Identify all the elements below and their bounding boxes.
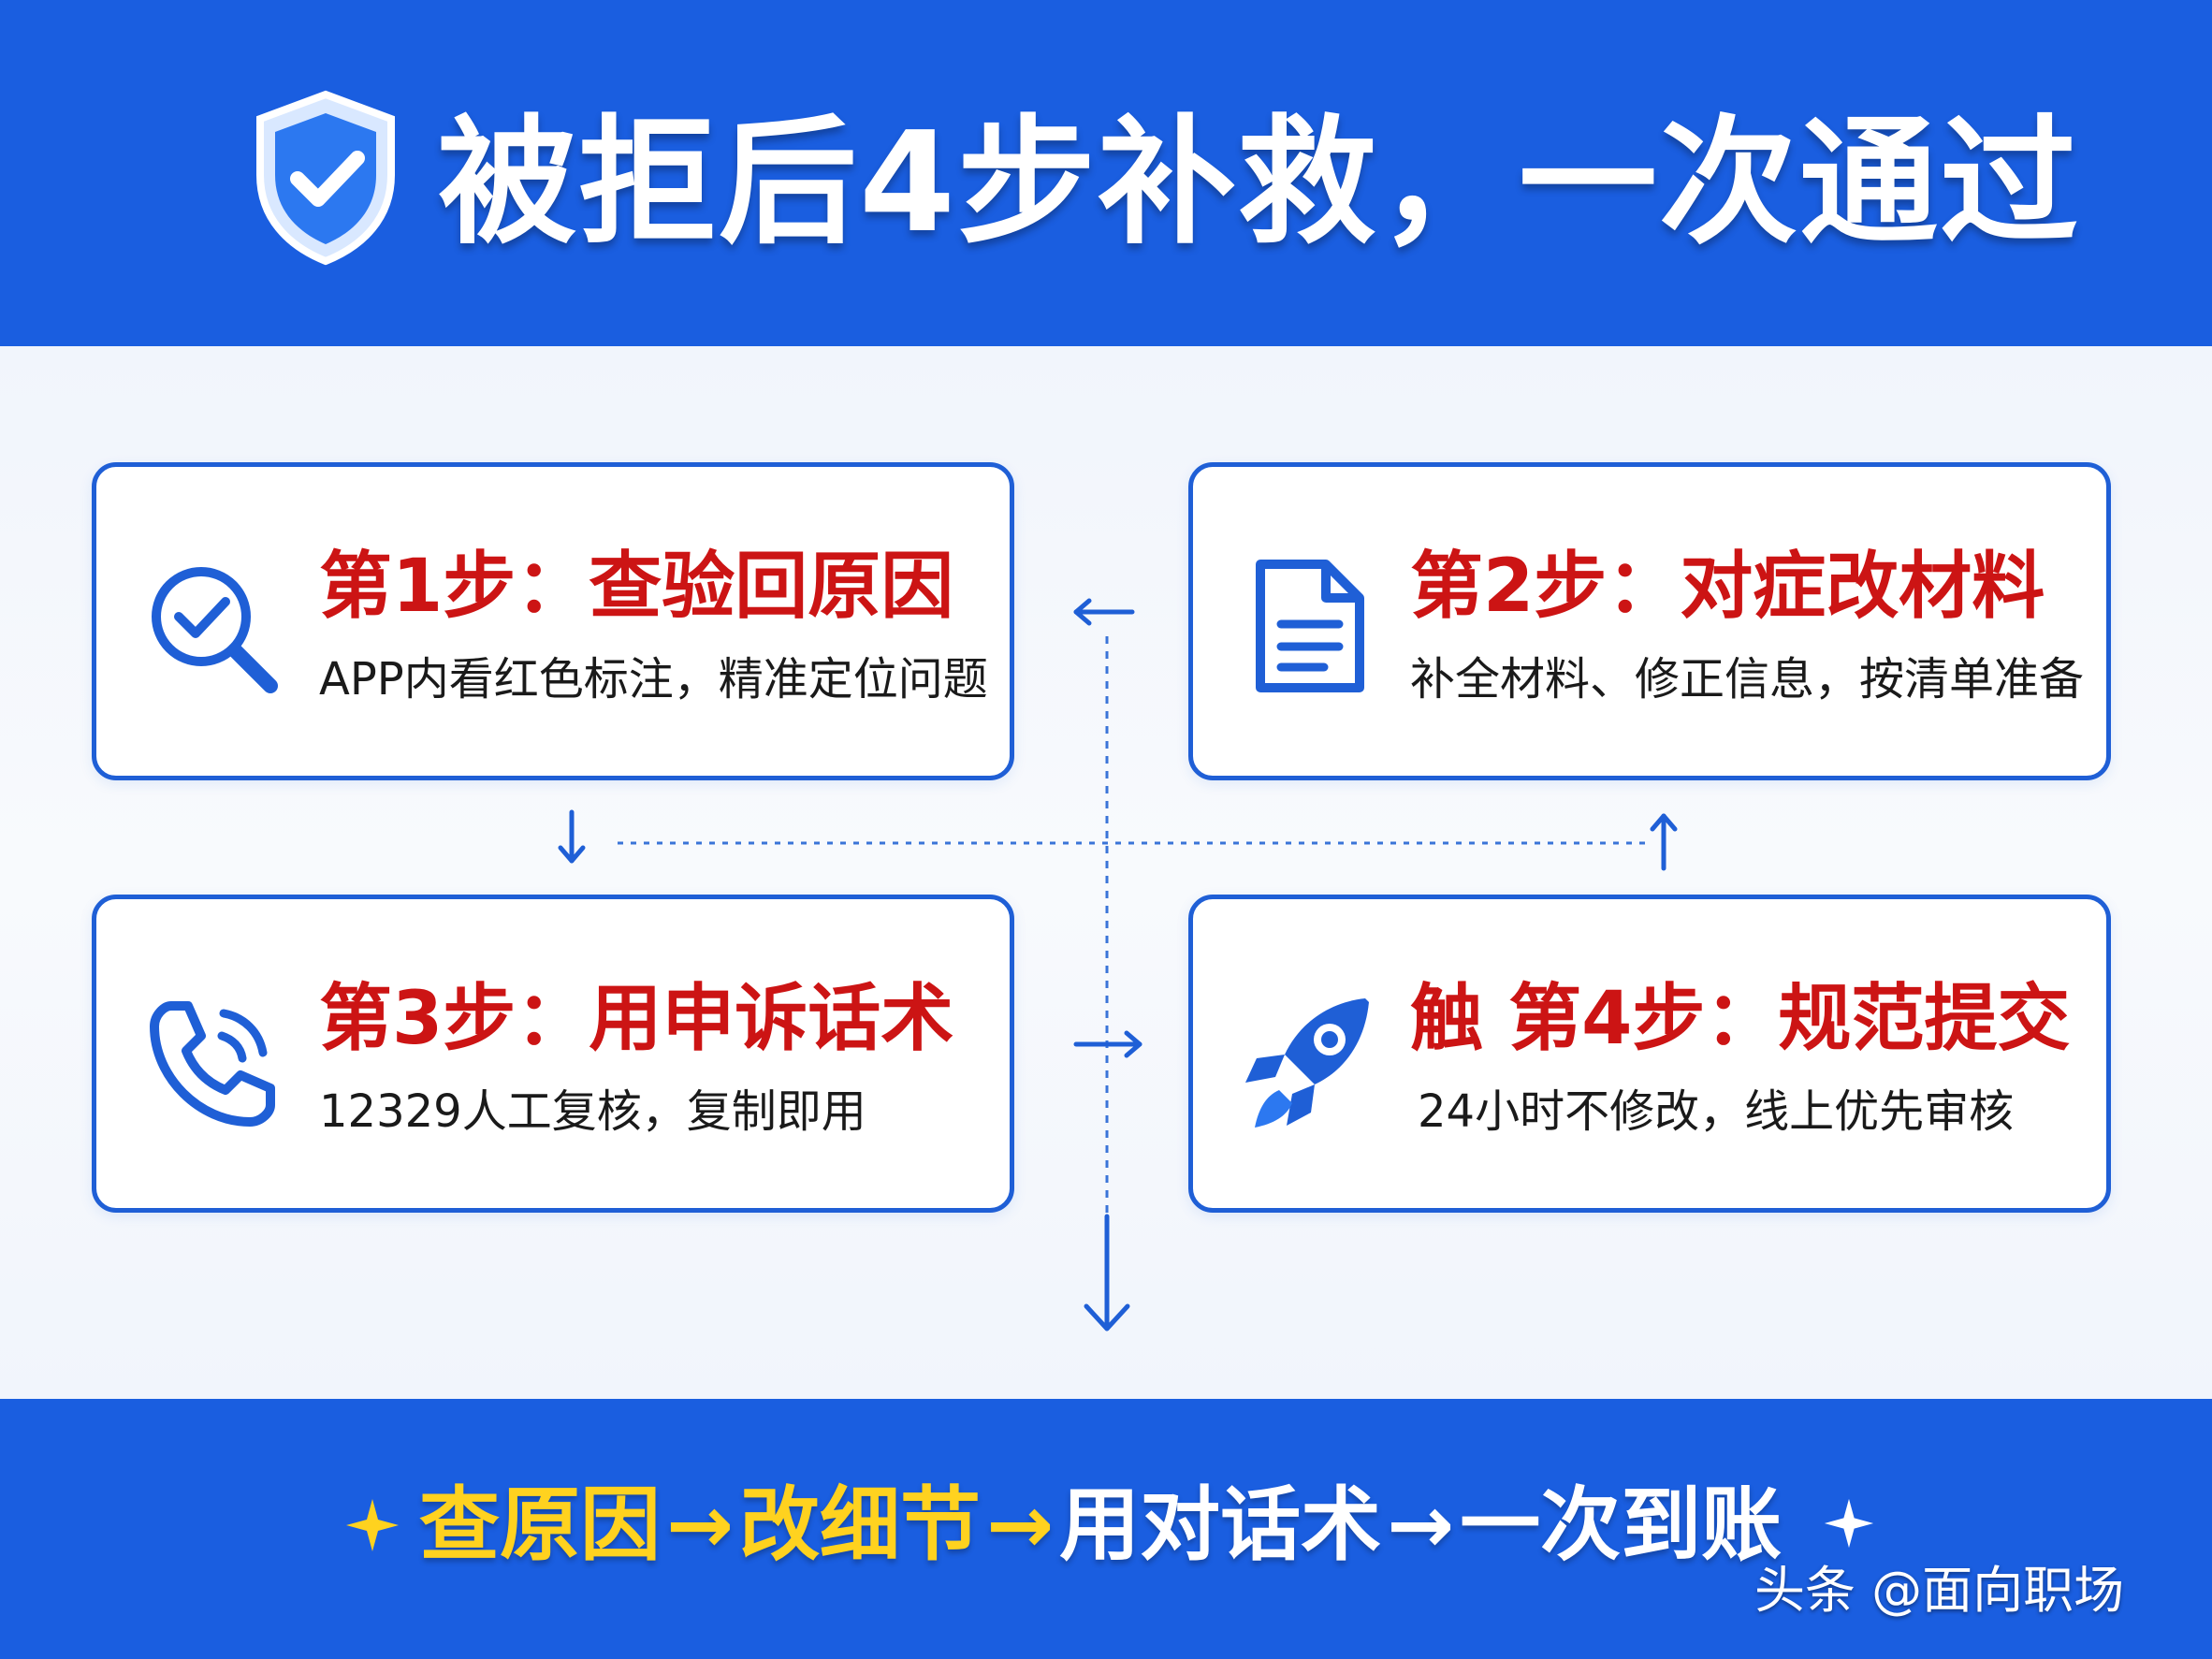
search-check-icon [152, 567, 278, 693]
slogan-arrow-3: → [1387, 1478, 1455, 1572]
sparkle-icon [346, 1499, 399, 1551]
slogan-part-1: 查原因 [419, 1478, 661, 1572]
step-2-title: 第2步：对症改材料 [1410, 545, 2045, 629]
slogan-part-3: 用对话术 [1059, 1478, 1382, 1572]
step-1-desc: APP内看红色标注，精准定位问题 [319, 653, 988, 706]
header-banner: 被拒后4步补救，一次通过 [0, 0, 2212, 346]
page-title: 被拒后4步补救，一次通过 [438, 102, 2080, 263]
slogan: 查原因→改细节→用对话术→一次到账 [419, 1474, 1782, 1577]
step-1-title: 第1步：查验回原因 [319, 545, 954, 629]
step-3-title: 第3步：用申诉话术 [319, 977, 954, 1061]
slogan-arrow-2: → [986, 1478, 1055, 1572]
footer-banner: 查原因→改细节→用对话术→一次到账 头条 @面向职场 [0, 1399, 2212, 1659]
step-4-title: 触 第4步：规范提交 [1410, 977, 2071, 1061]
step-3-desc: 12329人工复核，复制即用 [319, 1085, 866, 1138]
shield-check-icon [256, 90, 395, 266]
step-card-2: 第2步：对症改材料 补全材料、修正信息，按清单准备 [1188, 462, 2111, 780]
step-card-4: 触 第4步：规范提交 24小时不修改，线上优先审核 [1188, 895, 2111, 1213]
slogan-arrow-1: → [666, 1478, 735, 1572]
step-card-1: 第1步：查验回原因 APP内看红色标注，精准定位问题 [92, 462, 1014, 780]
sparkle-icon-right [1824, 1498, 1874, 1549]
phone-icon [150, 1001, 275, 1127]
step-4-desc: 24小时不修改，线上优先审核 [1418, 1085, 2015, 1138]
watermark: 头条 @面向职场 [1754, 1561, 2125, 1620]
slogan-part-4: 一次到账 [1460, 1478, 1783, 1572]
step-2-desc: 补全材料、修正信息，按清单准备 [1410, 653, 2085, 706]
slogan-part-2: 改细节 [739, 1478, 982, 1572]
rocket-icon [1245, 998, 1369, 1128]
step-card-3: 第3步：用申诉话术 12329人工复核，复制即用 [92, 895, 1014, 1213]
document-icon [1256, 560, 1364, 692]
